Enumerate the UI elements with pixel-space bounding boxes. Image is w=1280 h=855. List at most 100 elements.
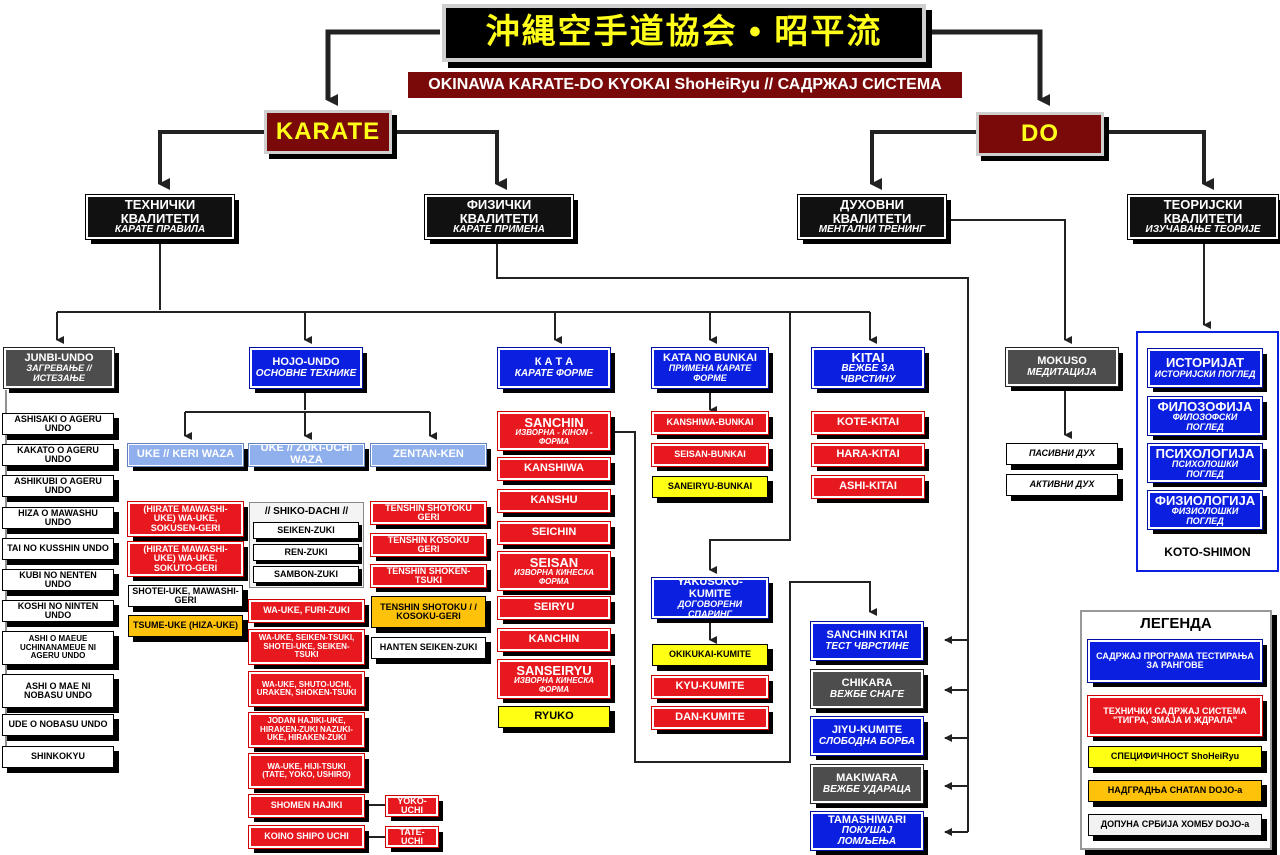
uke-keri-waza-header: UKE // KERI WAZA	[127, 443, 244, 467]
box-label: ИСТОРИЈАТ	[1165, 355, 1245, 371]
box-label: ТЕСТ ЧВРСТИНЕ	[825, 640, 909, 652]
junbi-item: ASHI O MAE NI NOBASU UNDO	[2, 674, 114, 708]
uke-item: (HIRATE MAWASHI-UKE) WA-UKE, SOKUSEN-GER…	[127, 501, 244, 537]
box-label: WA-UKE, SEIKEN-TSUKI, SHOTEI-UKE, SEIKEN…	[258, 633, 355, 660]
kata-item: KANSHIWA	[497, 457, 611, 481]
box-label: KOTE-KITAI	[836, 416, 900, 429]
side-item: TATE-UCHI	[385, 826, 439, 848]
bunkai-item: SEISAN-BUNKAI	[651, 443, 769, 467]
box-label: SAMBON-ZUKI	[274, 568, 338, 579]
zuki-item: JODAN HAJIKI-UKE, HIRAKEN-ZUKI NAZUKI-UK…	[248, 712, 365, 748]
kitai-item: KOTE-KITAI	[811, 411, 925, 435]
box-label: САДРЖАЈ ПРОГРАМА ТЕСТИРАЊА ЗА РАНГОВЕ	[1096, 650, 1254, 670]
box-label: ASHI O MAE NI NOBASU UNDO	[23, 680, 92, 700]
kumite-item: KYU-KUMITE	[651, 675, 769, 699]
box-label: HIZA O MAWASHU UNDO	[18, 507, 98, 527]
junbi-item: ASHIKUBI O AGERU UNDO	[2, 475, 114, 497]
box-label: СПЕЦИФИЧНОСТ ShoHeiRyu	[1110, 751, 1240, 762]
kitai-header: KITAI ВЕЖБЕ ЗА ЧВРСТИНУ	[811, 347, 925, 389]
box-label: WA-UKE, FURI-ZUKI	[263, 605, 350, 616]
legend-item: ДОПУНА СРБИЈА ХОМБУ DOJO-a	[1088, 814, 1262, 836]
branch-karate: KARATE	[264, 110, 392, 154]
box-label: KANSHIWA	[524, 462, 584, 475]
box-label: CHIKARA	[841, 676, 893, 689]
kumite-item: OKIKUKAI-KUMITE	[652, 644, 768, 666]
box-label: ДОГОВОРЕНИ СПАРИНГ	[677, 599, 743, 618]
box-label: ФИЗИОЛОГИЈА	[1154, 492, 1256, 508]
zuki-item: WA-UKE, SEIKEN-TSUKI, SHOTEI-UKE, SEIKEN…	[248, 629, 365, 665]
kata-header: К А Т А КАРАТЕ ФОРМЕ	[497, 347, 611, 389]
spiritual-qualities: ДУХОВНИ КВАЛИТЕТИ МЕНТАЛНИ ТРЕНИНГ	[797, 194, 947, 240]
zentan-ken-header: ZENTAN-KEN	[370, 443, 487, 467]
box-label: JIYU-KUMITE	[831, 723, 903, 736]
box-label: DAN-KUMITE	[675, 711, 745, 724]
kata-item: SEIRYU	[497, 596, 611, 620]
box-label: YAKUSOKU-KUMITE	[677, 578, 743, 600]
junbi-item: HIZA O MAWASHU UNDO	[2, 507, 114, 529]
box-label: JUNBI-UNDO	[24, 351, 94, 364]
box-label: SEISAN-BUNKAI	[674, 449, 746, 460]
mokuso-item: ПАСИВНИ ДУХ	[1006, 443, 1118, 465]
kata-item: RYUKO	[498, 706, 610, 728]
legend-title: ЛЕГЕНДА	[1140, 615, 1212, 632]
uke-item: (HIRATE MAWASHI-UKE) WA-UKE, SOKUTO-GERI	[127, 541, 244, 577]
uke-zuki-uchi-waza-header: UKE // ZUKI-UCHI WAZA	[248, 443, 365, 467]
box-label: МЕНТАЛНИ ТРЕНИНГ	[818, 224, 926, 236]
box-label: KAKATO O AGERU UNDO	[17, 444, 99, 464]
box-label: ПСИХОЛОГИЈА	[1155, 445, 1255, 461]
box-label: ИЗВОРНА - KIHON - ФОРМА	[515, 428, 593, 446]
kitai-item: HARA-KITAI	[811, 443, 925, 467]
box-label: KYU-KUMITE	[675, 680, 745, 693]
box-label: СЛОБОДНА БОРБА	[818, 735, 916, 747]
kata-item: KANCHIN	[497, 628, 611, 652]
box-label: SANCHIN	[524, 414, 584, 430]
shiko-dachi-title: // SHIKO-DACHI //	[264, 506, 349, 517]
uke-item: SHOTEI-UKE, MAWASHI-GERI	[128, 585, 243, 607]
legend-item: СПЕЦИФИЧНОСТ ShoHeiRyu	[1088, 746, 1262, 768]
box-label: UKE // KERI WAZA	[136, 448, 235, 461]
box-label: ВЕЖБЕ ЗА ЧВРСТИНУ	[840, 363, 896, 385]
shiko-item: REN-ZUKI	[253, 544, 359, 561]
title-kanji: 沖縄空手道協会 • 昭平流	[485, 13, 883, 52]
box-label: KANSHU	[530, 494, 578, 507]
box-label: ЗАГРЕВАЊЕ // ИСТЕЗАЊЕ	[26, 363, 92, 383]
box-label: JODAN HAJIKI-UKE, HIRAKEN-ZUKI NAZUKI-UK…	[260, 716, 353, 743]
box-label: ВЕЖБЕ СНАГЕ	[829, 688, 905, 700]
page-title: 沖縄空手道協会 • 昭平流	[442, 4, 926, 62]
zentan-item: TENSHIN SHOTOKU / / KOSOKU-GERI	[371, 596, 486, 628]
box-label: ФИЗИОЛОШКИ ПОГЛЕД	[1171, 506, 1239, 526]
box-label: ТЕХНИЧКИ КВАЛИТЕТИ	[120, 197, 200, 226]
box-label: SEIRYU	[533, 601, 575, 614]
zentan-item: TENSHIN SHOKEN-TSUKI	[370, 564, 487, 588]
box-label: REN-ZUKI	[284, 546, 328, 557]
mokuso-item: АКТИВНИ ДУХ	[1006, 474, 1118, 496]
box-label: ФИЛОЗОФСКИ ПОГЛЕД	[1172, 412, 1238, 432]
box-label: DO	[1021, 120, 1059, 148]
box-label: (HIRATE MAWASHI-UKE) WA-UKE, SOKUSEN-GER…	[143, 503, 228, 533]
box-label: YOKO-UCHI	[397, 796, 427, 815]
box-label: SHINKOKYU	[30, 751, 85, 762]
shiko-item: SEIKEN-ZUKI	[253, 522, 359, 539]
box-label: SANEIRYU-BUNKAI	[667, 481, 753, 492]
box-label: К А Т А	[534, 355, 574, 368]
box-label: KITAI	[851, 349, 885, 365]
kata-no-bunkai-header: KATA NO BUNKAI ПРИМЕНА КАРАТЕ ФОРМЕ	[651, 347, 769, 389]
zuki-item: WA-UKE, FURI-ZUKI	[248, 599, 365, 623]
box-label: TENSHIN SHOKEN-TSUKI	[386, 565, 471, 585]
box-label: ОСНОВНЕ ТЕХНИКЕ	[255, 367, 357, 379]
theoretical-qualities: ТЕОРИЈСКИ КВАЛИТЕТИ ИЗУЧАВАЊЕ ТЕОРИЈЕ	[1127, 194, 1279, 240]
box-label: HANTEN SEIKEN-ZUKI	[379, 642, 478, 653]
box-label: RYUKO	[534, 710, 574, 723]
box-label: МЕДИТАЦИЈА	[1027, 366, 1097, 378]
bunkai-item: KANSHIWA-BUNKAI	[651, 411, 769, 435]
legend-item: ТЕХНИЧКИ САДРЖАЈ СИСТЕМА "ТИГРА, ЗМАЈА И…	[1087, 695, 1263, 737]
box-label: TAMASHIWARI	[827, 813, 906, 826]
box-label: SEIKEN-ZUKI	[277, 524, 335, 535]
zuki-item: SHOMEN HAJIKI	[248, 794, 365, 818]
box-label: OKIKUKAI-KUMITE	[669, 649, 751, 660]
uke-item: TSUME-UKE (HIZA-UKE)	[128, 615, 243, 637]
